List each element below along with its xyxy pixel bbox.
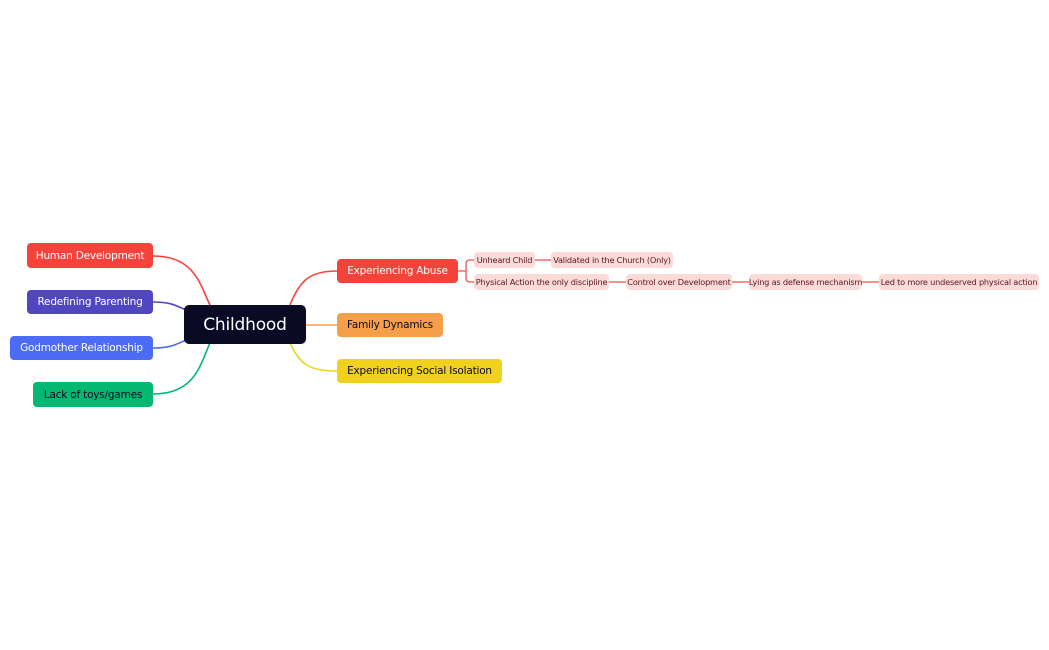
node-redefining-parenting[interactable]: Redefining Parenting — [27, 290, 153, 314]
node-control-development[interactable]: Control over Development — [626, 274, 732, 290]
node-led-to-more[interactable]: Led to more undeserved physical action — [879, 274, 1039, 290]
root-node[interactable]: Childhood — [184, 305, 306, 344]
node-physical-action[interactable]: Physical Action the only discipline — [474, 274, 609, 290]
node-lack-of-toys[interactable]: Lack of toys/games — [33, 382, 153, 407]
node-lying-defense[interactable]: Lying as defense mechanism — [749, 274, 862, 290]
node-family-dynamics[interactable]: Family Dynamics — [337, 313, 443, 337]
node-unheard-child[interactable]: Unheard Child — [474, 252, 535, 268]
node-experiencing-abuse[interactable]: Experiencing Abuse — [337, 259, 458, 283]
node-godmother-relationship[interactable]: Godmother Relationship — [10, 336, 153, 360]
node-validated-church[interactable]: Validated in the Church (Only) — [551, 252, 673, 268]
node-social-isolation[interactable]: Experiencing Social Isolation — [337, 359, 502, 383]
node-human-development[interactable]: Human Development — [27, 243, 153, 268]
